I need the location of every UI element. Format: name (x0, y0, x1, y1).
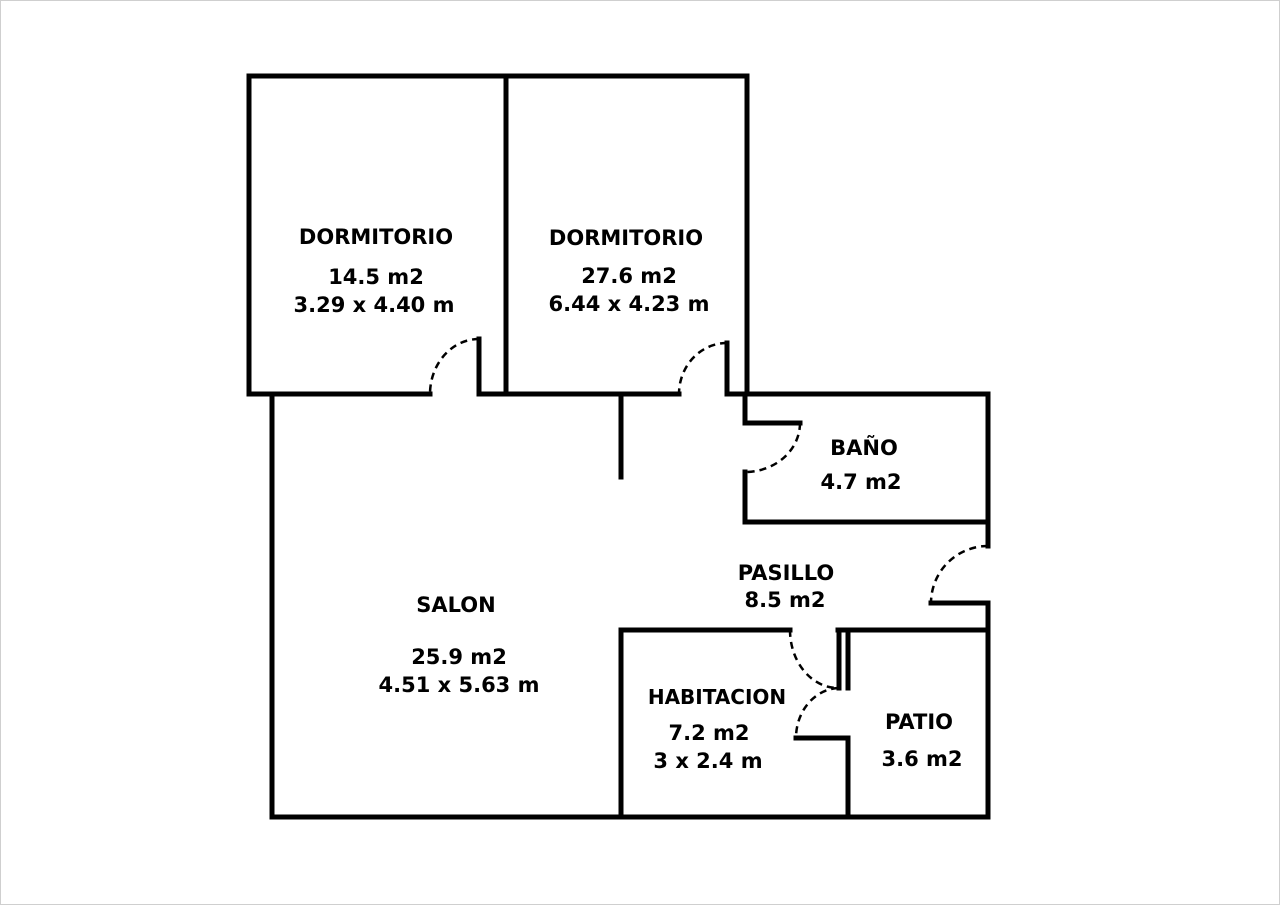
room-area: 7.2 m2 (668, 721, 749, 745)
room-name: PATIO (885, 710, 953, 734)
room-dimensions: 3 x 2.4 m (653, 749, 762, 773)
room-name: PASILLO (738, 561, 835, 585)
room-area: 4.7 m2 (820, 470, 901, 494)
room-bano: BAÑO 4.7 m2 (820, 435, 901, 494)
room-area: 27.6 m2 (581, 264, 677, 288)
walls (246, 73, 991, 820)
room-dormitorio-1: DORMITORIO 14.5 m2 3.29 x 4.40 m (294, 225, 455, 317)
door-swing (428, 337, 480, 395)
room-pasillo: PASILLO 8.5 m2 (738, 561, 835, 612)
room-habitacion: HABITACION 7.2 m2 3 x 2.4 m (648, 685, 786, 773)
room-area: 14.5 m2 (328, 265, 424, 289)
room-salon: SALON 25.9 m2 4.51 x 5.63 m (379, 593, 540, 697)
room-dimensions: 3.29 x 4.40 m (294, 293, 455, 317)
room-labels: DORMITORIO 14.5 m2 3.29 x 4.40 m DORMITO… (294, 225, 963, 773)
room-area: 25.9 m2 (411, 645, 507, 669)
room-area: 3.6 m2 (881, 747, 962, 771)
door-swings (428, 337, 989, 739)
room-patio: PATIO 3.6 m2 (881, 710, 962, 771)
room-dormitorio-2: DORMITORIO 27.6 m2 6.44 x 4.23 m (549, 226, 710, 316)
door-swing (929, 544, 989, 604)
door-swing (677, 341, 728, 395)
door-swing (788, 629, 839, 690)
room-name: SALON (416, 593, 495, 617)
room-name: DORMITORIO (549, 226, 703, 250)
room-dimensions: 4.51 x 5.63 m (379, 673, 540, 697)
room-area: 8.5 m2 (744, 588, 825, 612)
room-name: HABITACION (648, 685, 786, 709)
door-swing (794, 686, 839, 739)
door-swing (744, 422, 802, 474)
room-name: DORMITORIO (299, 225, 453, 249)
room-name: BAÑO (830, 435, 898, 460)
room-dimensions: 6.44 x 4.23 m (549, 292, 710, 316)
